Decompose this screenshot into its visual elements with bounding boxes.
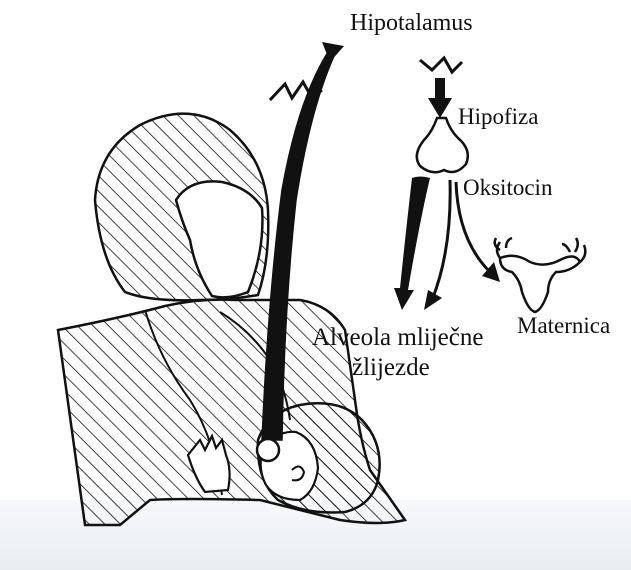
label-hypothalamus: Hipotalamus [350, 10, 473, 37]
label-uterus: Maternica [517, 313, 610, 339]
label-alveoli-line1: Alveola mliječne [312, 324, 483, 352]
hypothalamus-impulse-symbol [420, 58, 462, 72]
label-oxytocin: Oksitocin [463, 175, 552, 201]
uterus-drawing [500, 256, 580, 312]
oxytocin-arrow-left [394, 177, 430, 311]
label-alveoli-line2: žlijezde [352, 354, 430, 382]
oxytocin-arrow-middle-head [424, 290, 442, 310]
nipple-origin [257, 439, 279, 461]
oxytocin-arrow-middle [432, 180, 450, 300]
label-pituitary: Hipofiza [458, 104, 538, 130]
hypothalamus-to-pituitary-arrow [428, 78, 452, 118]
